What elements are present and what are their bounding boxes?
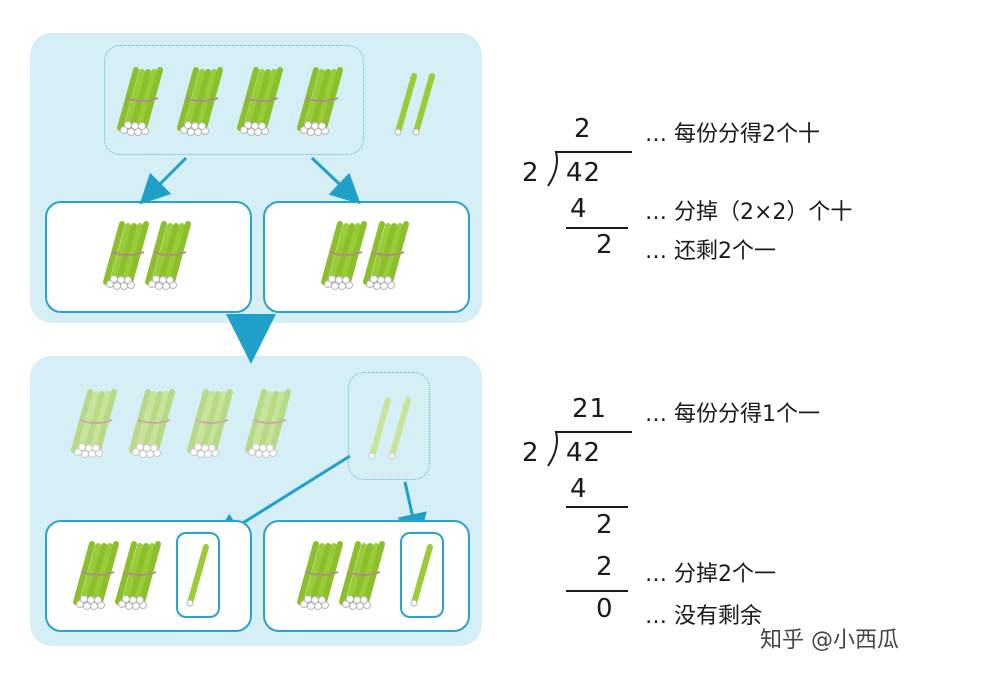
watermark: 知乎 @小西瓜: [760, 628, 899, 653]
note-quotient: … 每份分得1个一: [645, 402, 820, 427]
step1-product: 4: [570, 194, 588, 224]
share-box-left: [45, 201, 252, 313]
step1-remainder: 2: [596, 510, 614, 540]
note-product: … 分掉（2×2）个十: [645, 200, 853, 225]
quotient: 2: [574, 114, 592, 144]
note-step2-product: … 分掉2个一: [645, 562, 776, 587]
step1-remainder: 2: [596, 230, 614, 260]
dividend: 42: [566, 158, 602, 188]
note-quotient: … 每份分得2个十: [645, 122, 820, 147]
subtract-line: [566, 590, 628, 592]
divisor: 2: [522, 158, 540, 188]
quotient: 21: [572, 394, 608, 424]
step2-remainder: 0: [596, 594, 614, 624]
note-final: … 没有剩余: [645, 604, 762, 629]
ones-group-frame: [348, 372, 430, 480]
arrow-icon: [139, 156, 188, 205]
tens-group-frame: [104, 45, 364, 155]
subtract-line: [566, 227, 628, 229]
share-box-right: [263, 201, 470, 313]
subtract-line: [566, 506, 628, 508]
step1-product: 4: [570, 474, 588, 504]
dividend: 42: [566, 438, 602, 468]
note-remainder: … 还剩2个一: [645, 239, 776, 264]
divisor: 2: [522, 438, 540, 468]
step2-product: 2: [596, 552, 614, 582]
arrow-icon: [310, 156, 361, 205]
